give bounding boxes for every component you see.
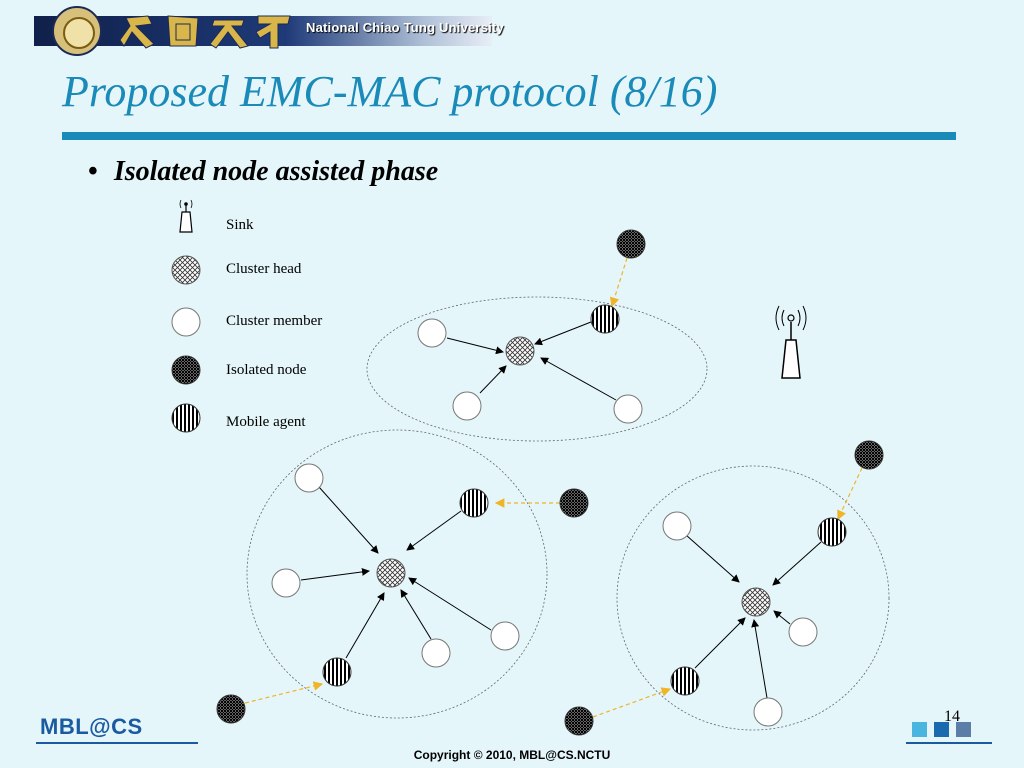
cluster-member-node [613, 394, 643, 424]
link-arrow [694, 617, 746, 669]
cluster-member-node [417, 318, 447, 348]
isolated-node [216, 694, 246, 724]
link-arrow [479, 365, 507, 394]
cluster-head-node [376, 558, 406, 588]
cluster-boundary-right [616, 465, 890, 731]
mobile-agent-node [590, 304, 620, 334]
slide-title: Proposed EMC-MAC protocol (8/16) [62, 67, 718, 116]
isolated-node [559, 488, 589, 518]
link-arrow [446, 337, 504, 355]
cluster-member-node [452, 391, 482, 421]
legend-sink-label: Sink [226, 217, 254, 233]
link-arrow [685, 534, 740, 583]
cluster-head-node [741, 587, 771, 617]
university-name: National Chiao Tung University [306, 20, 504, 35]
legend: Sink Cluster head Cluster member Isolate… [171, 199, 322, 433]
footer-logo: MBL@CS [40, 714, 143, 739]
footer-divider-left [36, 742, 198, 744]
link-arrow [751, 619, 768, 699]
footer-divider-right [906, 742, 992, 744]
link-arrow [772, 541, 822, 586]
isolated-arrow [244, 681, 324, 704]
university-seal-icon [52, 6, 102, 56]
isolated-node [616, 229, 646, 259]
link-arrow [300, 567, 370, 581]
isolated-links [244, 257, 863, 718]
isolated-node [854, 440, 884, 470]
legend-cluster-head-label: Cluster head [226, 261, 302, 277]
cluster-head-legend-icon [171, 255, 201, 285]
isolated-node [564, 706, 594, 736]
cluster-member-node [294, 463, 324, 493]
mobile-agent-legend-icon [171, 403, 201, 433]
mobile-agent-node [322, 657, 352, 687]
page-number: 14 [944, 708, 960, 725]
copyright-notice: Copyright © 2010, MBL@CS.NCTU [413, 748, 611, 762]
link-arrow [318, 486, 379, 554]
footer-square-icon [934, 722, 949, 737]
sink-legend-icon [179, 199, 193, 233]
cluster-member-node [421, 638, 451, 668]
bullet-item: • Isolated node assisted phase [88, 156, 438, 188]
cluster-head-node [505, 336, 535, 366]
cluster-member-legend-icon [171, 307, 201, 337]
cluster-heads [376, 336, 771, 617]
mobile-agent-node [670, 666, 700, 696]
link-arrow [408, 577, 492, 631]
member-links [300, 321, 822, 699]
link-arrow [773, 610, 791, 625]
university-calligraphy-logo [119, 15, 291, 49]
isolated-nodes [216, 229, 884, 736]
isolated-arrow [837, 467, 863, 521]
cluster-member-node [788, 617, 818, 647]
cluster-boundary-top [366, 296, 708, 442]
cluster-member-node [490, 621, 520, 651]
isolated-node-legend-icon [171, 355, 201, 385]
cluster-member-node [753, 697, 783, 727]
cluster-member-node [271, 568, 301, 598]
title-underline [62, 132, 956, 140]
footer-square-icon [912, 722, 927, 737]
isolated-arrow [609, 257, 628, 308]
link-arrow [345, 592, 385, 659]
legend-cluster-member-label: Cluster member [226, 313, 322, 329]
mobile-agents [322, 304, 847, 696]
link-arrow [400, 589, 432, 640]
cluster-boundary-left [246, 429, 548, 719]
sink-tower-icon [775, 305, 807, 379]
mobile-agent-node [459, 488, 489, 518]
footer-square-icon [956, 722, 971, 737]
legend-isolated-node-label: Isolated node [226, 362, 307, 378]
link-arrow [534, 321, 592, 346]
cluster-members [271, 318, 818, 727]
link-arrow [540, 357, 617, 401]
bullet-text: Isolated node assisted phase [113, 156, 439, 187]
bullet-symbol: • [88, 156, 98, 187]
isolated-arrow [592, 687, 672, 718]
mobile-agent-node [817, 517, 847, 547]
cluster-member-node [662, 511, 692, 541]
link-arrow [406, 510, 462, 551]
legend-mobile-agent-label: Mobile agent [226, 414, 306, 430]
